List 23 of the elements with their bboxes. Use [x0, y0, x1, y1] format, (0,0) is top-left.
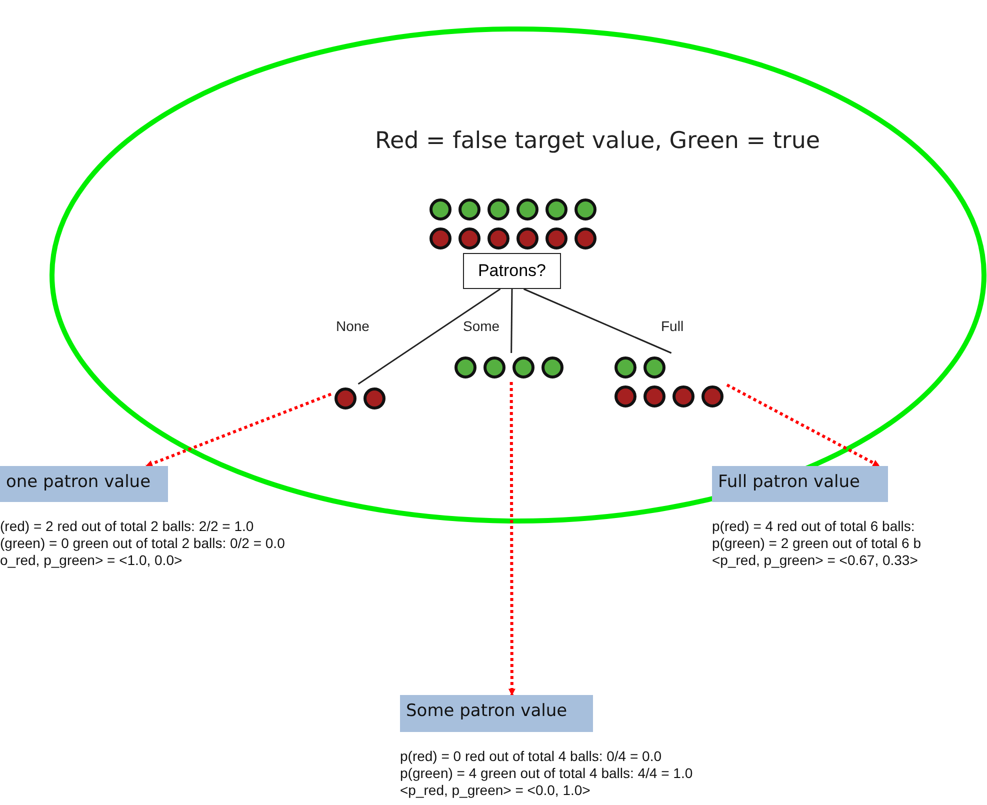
edge-label: Some	[462, 318, 501, 334]
formula-text: <p_red, p_green> = <0.0, 1.0>	[400, 782, 590, 799]
formula-text: (green) = 0 green out of total 2 balls: 0/2 = 0.0	[0, 535, 285, 552]
tree-branch-line	[523, 288, 672, 354]
dotted-arrow	[508, 382, 516, 696]
edge-label: Full	[660, 318, 685, 334]
formula-text: <p_red, p_green> = <0.67, 0.33>	[712, 552, 918, 569]
value-header: Some patron value	[400, 695, 593, 732]
formula-text: p(red) = 0 red out of total 4 balls: 0/4 = 0.0	[400, 748, 662, 765]
decision-box: Patrons?	[463, 253, 561, 289]
tree-branch-line	[358, 288, 501, 385]
formula-text: o_red, p_green> = <1.0, 0.0>	[0, 552, 182, 569]
value-header: Full patron value	[712, 466, 888, 502]
edge-label: None	[335, 318, 370, 334]
formula-text: (red) = 2 red out of total 2 balls: 2/2 = 1.0	[0, 518, 254, 535]
formula-text: p(red) = 4 red out of total 6 balls:	[712, 518, 915, 535]
formula-text: p(green) = 4 green out of total 4 balls: 4/4 = 1.0	[400, 765, 693, 782]
formula-text: p(green) = 2 green out of total 6 b	[712, 535, 921, 552]
tree-branch-line	[510, 289, 513, 353]
title-text: Red = false target value, Green = true	[375, 128, 820, 154]
dotted-arrow	[146, 392, 332, 468]
value-header: one patron value	[0, 466, 168, 502]
dotted-arrow	[726, 384, 880, 468]
